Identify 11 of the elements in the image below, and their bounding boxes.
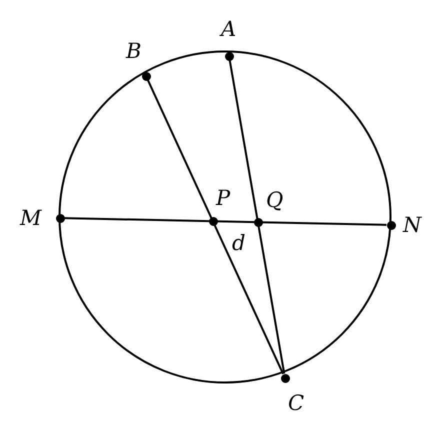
point-label: Q xyxy=(266,189,284,211)
point-label: A xyxy=(221,18,236,40)
line-segment xyxy=(64,217,387,226)
line-segment xyxy=(228,60,286,374)
line-segment xyxy=(146,80,284,374)
point-label: C xyxy=(288,392,304,414)
point-label: N xyxy=(403,214,422,236)
point-label: M xyxy=(20,207,42,229)
point-label: B xyxy=(126,40,142,62)
point-label: P xyxy=(216,187,230,209)
angle-label: d xyxy=(232,232,246,254)
